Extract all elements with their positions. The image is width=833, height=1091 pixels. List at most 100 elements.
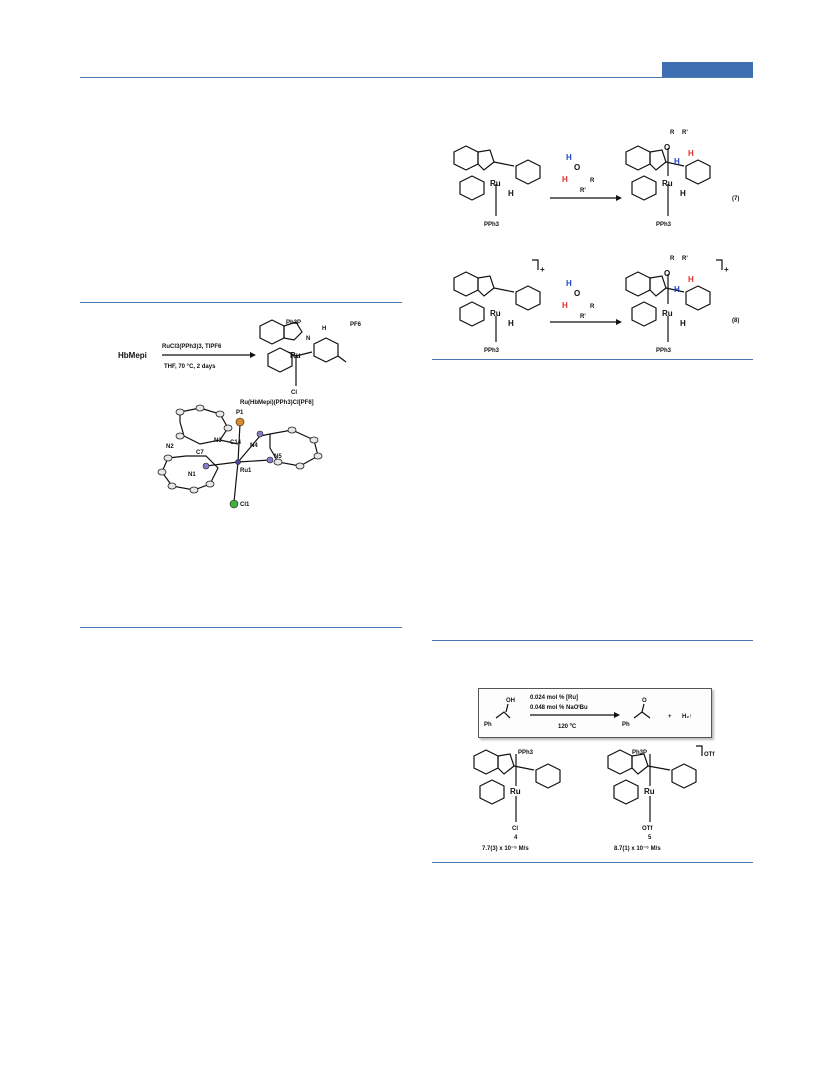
ru-label: Ru	[290, 351, 301, 360]
product-ph: Ph	[622, 722, 630, 728]
cl-label: Cl	[291, 390, 297, 396]
catalyst-5-top: Ph3P	[632, 750, 647, 756]
atom-n1: N1	[188, 472, 196, 478]
eq7-product-ru: Ru	[662, 179, 673, 188]
eq8-product-o: O	[664, 269, 670, 278]
eq8-product-h-blue: H	[674, 285, 680, 294]
header-rule	[80, 77, 753, 78]
eq7-arrowhead-icon	[616, 195, 622, 201]
right-figure-bottom-rule	[432, 862, 753, 863]
synthesis-scheme: HbMepi RuCl3(PPh3)3, TlPF6 THF, 70 °C, 2…	[118, 319, 362, 406]
eq7-product-pph3: PPh3	[656, 222, 672, 228]
hydrogen-product: H₂↑	[682, 714, 692, 720]
substrate-ph: Ph	[484, 722, 492, 728]
reactant-label: HbMepi	[118, 351, 147, 360]
eq8-product-r: R	[670, 256, 675, 262]
equation-7: Ru H PPh3 H O H R R' R R' O H H Ru H PPh…	[453, 130, 739, 228]
catalyst-5-counterion: OTf	[704, 752, 715, 758]
ph3p-label: Ph3P	[286, 320, 301, 326]
h-label: H	[322, 326, 326, 332]
left-figure-top-rule	[80, 302, 402, 303]
chlorine-atom	[229, 499, 239, 509]
eq8-product-pph3: PPh3	[656, 348, 672, 354]
condition-temperature: 120 ºC	[558, 724, 577, 730]
eq7-product-o: O	[664, 143, 670, 152]
atom-n3: N3	[214, 438, 222, 444]
eq8-alcohol-h1: H	[566, 279, 572, 288]
nitrogen-atom-n4	[256, 430, 264, 438]
eq7-ru-label: Ru	[490, 179, 501, 188]
product-o: O	[642, 698, 647, 704]
atom-n5: N5	[274, 454, 282, 460]
eq7-alcohol-r: R	[590, 178, 595, 184]
eq7-alcohol-o: O	[574, 163, 580, 172]
catalyst-5-structure	[607, 745, 703, 822]
eq8-arrowhead-icon	[616, 319, 622, 325]
eq7-product-h-blue: H	[674, 157, 680, 166]
atom-p1: P1	[236, 410, 244, 416]
product-structure	[259, 319, 347, 386]
product-name: Ru(HbMepi)(PPh3)Cl[PF6]	[240, 400, 314, 406]
eq7-h-label: H	[508, 189, 514, 198]
eq7-product-rp: R'	[682, 130, 688, 136]
catalyst-4-ru: Ru	[510, 787, 521, 796]
catalyst-5-rate: 8.7(1) x 10⁻⁵ M/s	[614, 846, 661, 852]
eq8-pph3-label: PPh3	[484, 348, 500, 354]
catalyst-4-number: 4	[514, 835, 518, 841]
left-figure-bottom-rule	[80, 627, 402, 628]
eq8-alcohol-o: O	[574, 289, 580, 298]
phosphorus-atom	[235, 417, 245, 427]
catalyst-4-top: PPh3	[518, 750, 534, 756]
catalysis-scheme: OH Ph 0.024 mol % [Ru] 0.048 mol % NaOᵗB…	[484, 695, 692, 730]
catalyst-5-ru: Ru	[644, 787, 655, 796]
eq8-h-label: H	[508, 319, 514, 328]
product-carbonyl-bond	[641, 703, 645, 713]
eq8-product-h-red: H	[688, 275, 694, 284]
eq8-number: (8)	[732, 318, 739, 324]
substrate-oh-bond	[505, 703, 509, 713]
n-label: N	[306, 336, 310, 342]
catalyst-4: PPh3 Ru Cl 4 7.7(3) x 10⁻⁵ M/s	[473, 749, 561, 852]
crystal-atoms	[157, 404, 323, 509]
right-scheme-bottom-rule	[432, 359, 753, 360]
atom-ru1: Ru1	[240, 468, 252, 474]
condition-ru-loading: 0.024 mol % [Ru]	[530, 695, 578, 701]
eq7-product-r: R	[670, 130, 675, 136]
substrate-oh: OH	[506, 698, 515, 704]
catalysis-arrowhead-icon	[614, 712, 620, 718]
eq8-alcohol-h2: H	[562, 301, 568, 310]
eq8-product-structure	[625, 259, 723, 342]
eq7-reactant-structure	[453, 145, 541, 216]
nitrogen-atom-n1	[202, 462, 210, 470]
substrate-bonds	[495, 711, 511, 719]
atom-c7: C7	[196, 450, 204, 456]
reaction-box	[478, 688, 712, 738]
atom-n4: N4	[250, 443, 258, 449]
eq8-product-h: H	[680, 319, 686, 328]
catalyst-5: Ph3P OTf Ru OTf 5 8.7(1) x 10⁻⁵ M/s	[607, 745, 715, 852]
eq7-product-h-red: H	[688, 149, 694, 158]
catalyst-4-rate: 7.7(3) x 10⁻⁵ M/s	[482, 846, 529, 852]
product-bonds	[633, 711, 651, 719]
atom-cl1: Cl1	[240, 502, 250, 508]
eq7-alcohol-rp: R'	[580, 188, 586, 194]
eq8-ru-label: Ru	[490, 309, 501, 318]
catalyst-4-bottom: Cl	[512, 826, 518, 832]
eq8-charge-left: +	[540, 265, 545, 274]
eq7-number: (7)	[732, 196, 739, 202]
counterion-label: PF6	[350, 322, 362, 328]
eq8-alcohol-r: R	[590, 304, 595, 310]
eq8-reactant-structure	[453, 259, 541, 342]
equation-8: + Ru H PPh3 H O H R R' + R R' O H H Ru H…	[453, 256, 739, 354]
eq8-product-rp: R'	[682, 256, 688, 262]
condition-base-loading: 0.048 mol % NaOᵗBu	[530, 704, 588, 711]
eq7-product-h: H	[680, 189, 686, 198]
arrowhead-icon	[250, 352, 256, 358]
plus-sign: +	[668, 714, 672, 720]
catalyst-5-bottom: OTf	[642, 826, 653, 832]
nitrogen-atom-n5	[266, 456, 274, 464]
catalyst-4-structure	[473, 749, 561, 822]
reagents-label: RuCl3(PPh3)3, TlPF6	[162, 344, 222, 350]
atom-n2: N2	[166, 444, 174, 450]
eq7-product-structure	[625, 145, 711, 216]
